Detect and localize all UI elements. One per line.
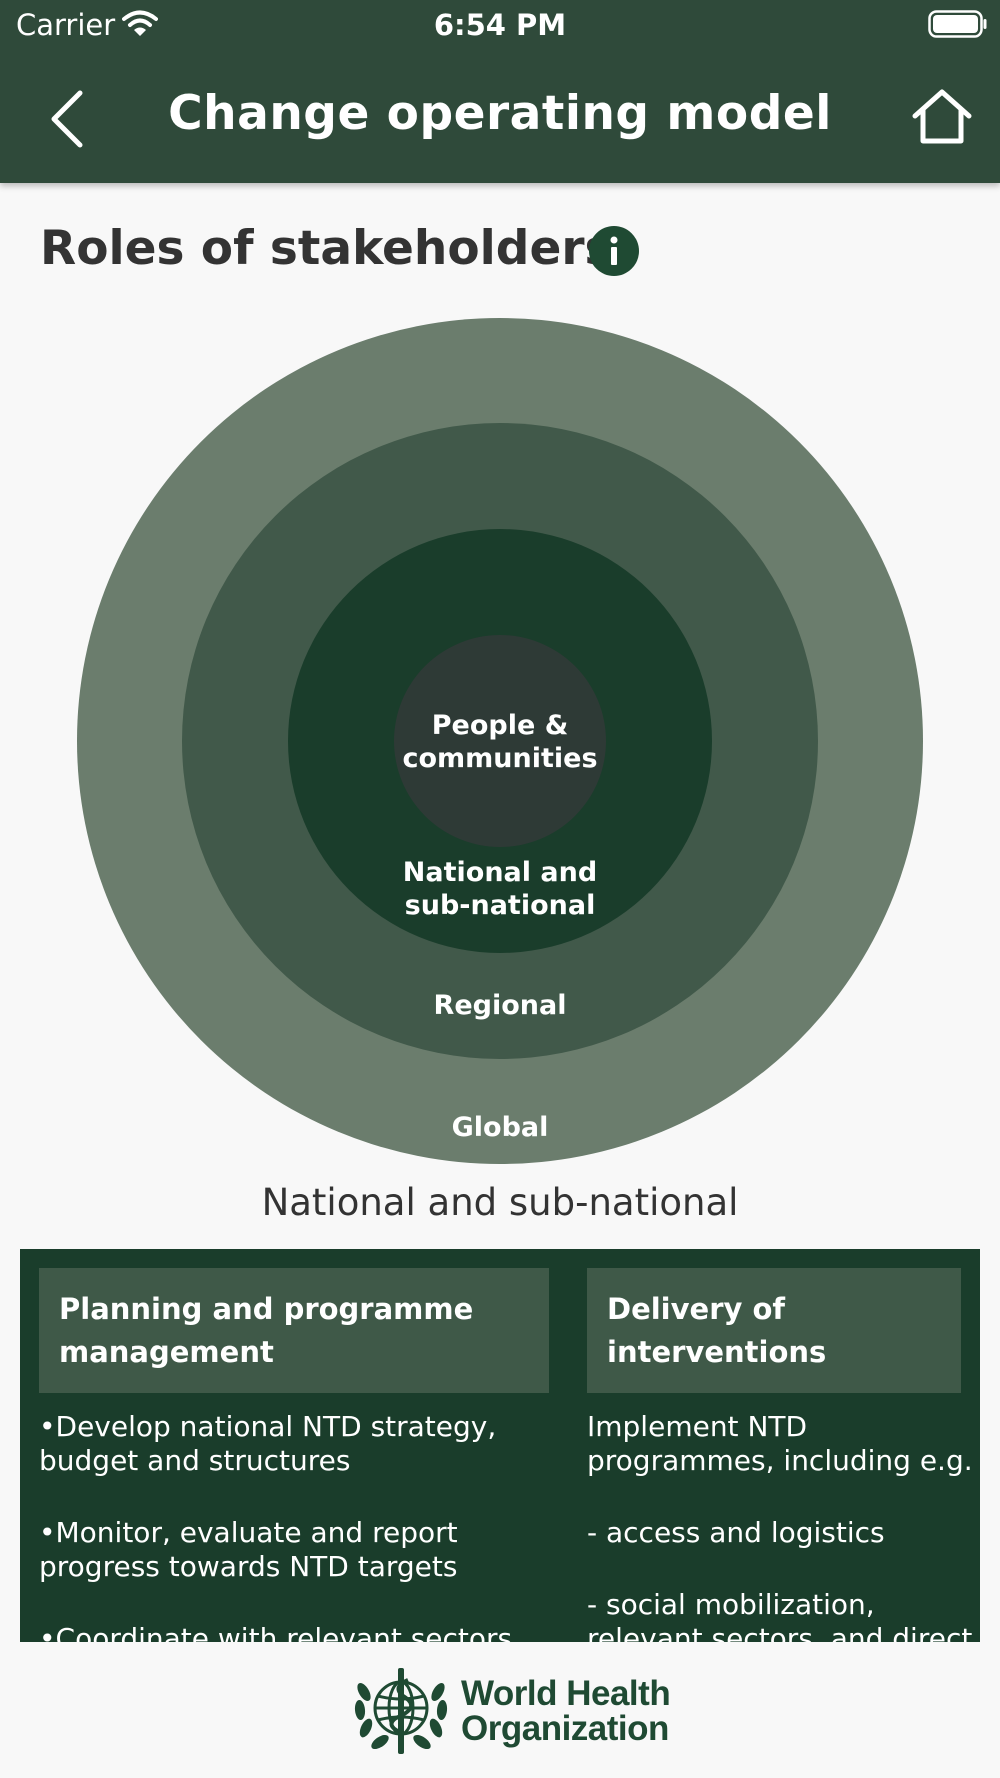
wifi-icon — [122, 10, 158, 36]
list-item: •Coordinate with relevant sectors — [39, 1622, 513, 1642]
ring-people[interactable] — [394, 635, 606, 847]
detail-panel: Planning and programme management Delive… — [20, 1249, 980, 1642]
section-heading: Roles of stakeholders — [40, 221, 613, 276]
label-people-1: People & — [432, 710, 569, 741]
list-item: - access and logistics — [587, 1516, 885, 1549]
status-bar: Carrier 6:54 PM — [0, 0, 1000, 50]
list-item: - social mobilization, relevant sectors,… — [587, 1588, 973, 1642]
selected-level-title: National and sub-national — [261, 1181, 739, 1224]
battery-icon — [928, 10, 987, 38]
who-name-line1: World Health — [461, 1674, 671, 1713]
label-global: Global — [452, 1112, 549, 1143]
list-item: Implement NTD programmes, including e.g. — [587, 1410, 973, 1477]
page-title: Change operating model — [168, 86, 832, 141]
label-people-2: communities — [402, 743, 597, 774]
who-emblem-icon — [354, 1668, 448, 1754]
clock: 6:54 PM — [433, 8, 567, 42]
footer: World Health Organization — [0, 1642, 1000, 1778]
home-button[interactable] — [910, 86, 974, 148]
planning-list: •Develop national NTD strategy, budget a… — [39, 1410, 559, 1642]
info-icon[interactable] — [589, 226, 639, 276]
carrier-label: Carrier — [16, 8, 116, 42]
list-item: •Develop national NTD strategy, budget a… — [39, 1410, 497, 1477]
delivery-header: Delivery of interventions — [587, 1268, 961, 1393]
stakeholder-ring-diagram: People & communities National and sub-na… — [77, 318, 923, 1164]
label-regional: Regional — [434, 990, 567, 1021]
label-national-1: National and — [403, 857, 597, 888]
planning-header: Planning and programme management — [39, 1268, 549, 1393]
who-name-line2: Organization — [461, 1709, 669, 1748]
delivery-list: Implement NTD programmes, including e.g.… — [587, 1410, 977, 1642]
nav-header: Carrier 6:54 PM Change operating model — [0, 0, 1000, 183]
who-logo-text: World Health Organization — [461, 1674, 671, 1748]
back-button[interactable] — [40, 85, 100, 153]
list-item: •Monitor, evaluate and report progress t… — [39, 1516, 458, 1583]
label-national-2: sub-national — [405, 890, 596, 921]
